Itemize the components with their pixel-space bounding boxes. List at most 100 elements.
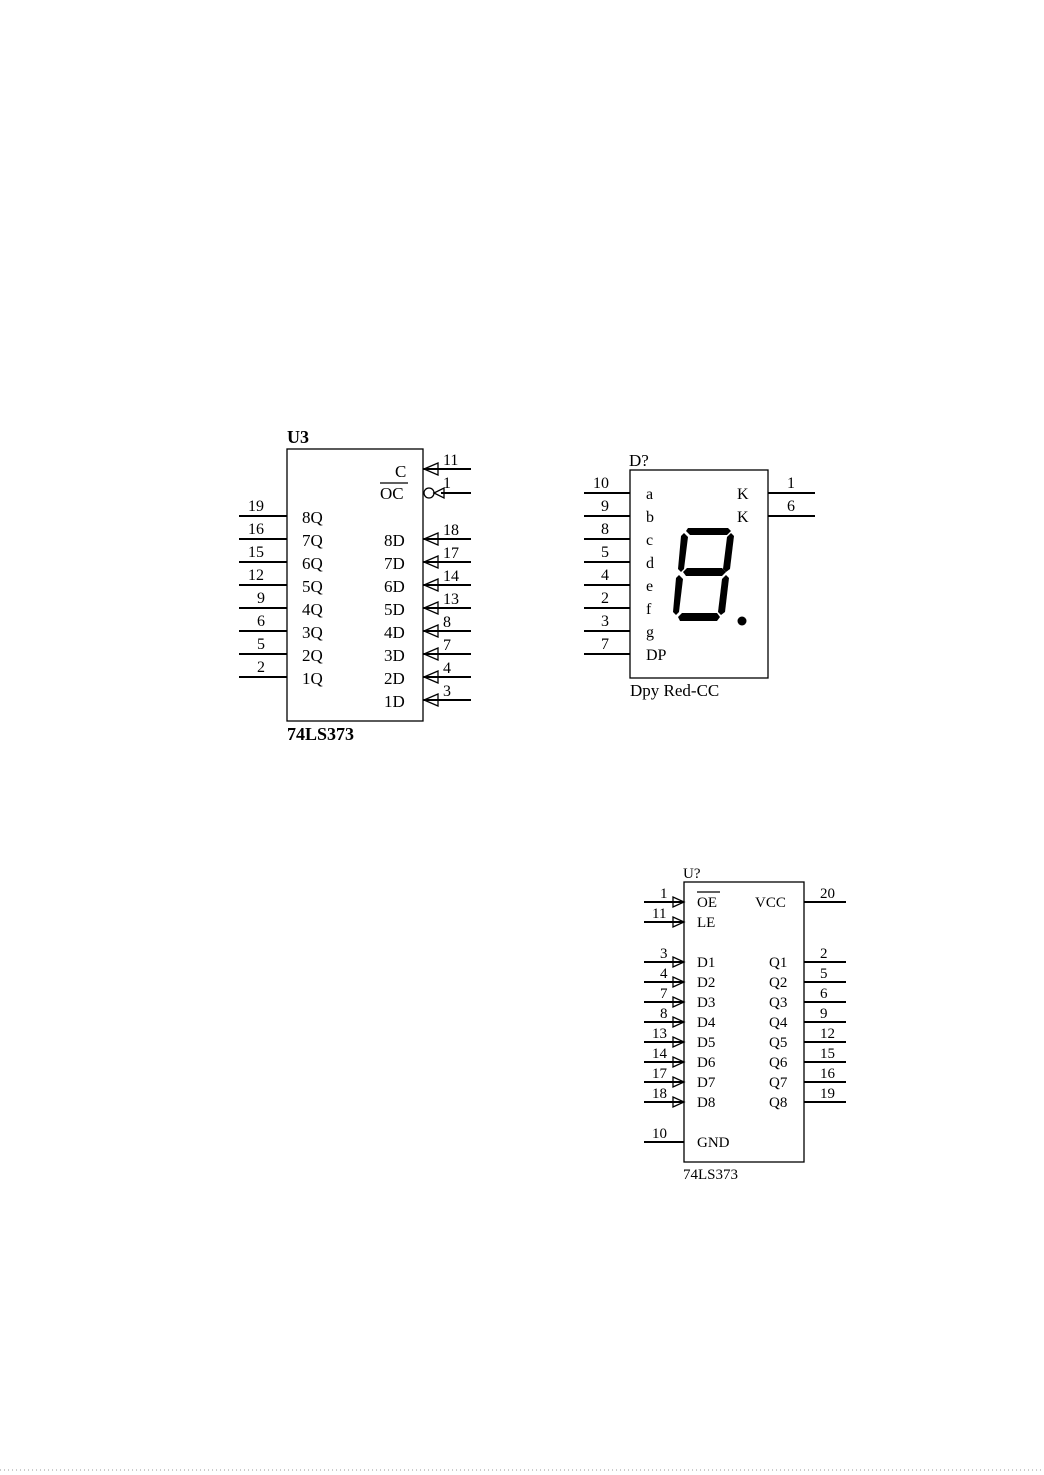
- u3-symbol[interactable]: U3 74LS373 19 8Q 16 7Q 15 6Q 12 5Q 9 4Q: [239, 427, 471, 744]
- uq-ref: U?: [683, 866, 701, 882]
- display-pin-label: f: [646, 601, 652, 618]
- display-symbol[interactable]: D? Dpy Red-CC 10 a 9 b 8 c 5 d 4 e: [584, 451, 815, 700]
- u3-part: 74LS373: [287, 724, 354, 744]
- display-pin-number: 9: [601, 498, 609, 515]
- display-pin-label: d: [646, 555, 654, 572]
- u3-pin-number: 17: [443, 545, 459, 562]
- uq-pin-number: 13: [652, 1026, 667, 1042]
- u3-pin-label: C: [395, 462, 406, 481]
- uq-pin-label: D2: [697, 975, 715, 991]
- uq-pin-label: OE: [697, 895, 717, 911]
- uq-pin-label: D4: [697, 1015, 716, 1031]
- u3-pin-number: 18: [443, 522, 459, 539]
- uq-pin-number: 14: [652, 1046, 668, 1062]
- inversion-bubble-icon: [424, 488, 434, 498]
- u3-pin-label: 1D: [384, 692, 405, 711]
- u3-pin-number: 19: [248, 498, 264, 515]
- uq-pin-label: Q1: [769, 955, 787, 971]
- u3-pin-number: 3: [443, 683, 451, 700]
- uq-pin-label: Q5: [769, 1035, 787, 1051]
- uq-pin-number: 8: [660, 1006, 668, 1022]
- uq-pin-label: Q2: [769, 975, 787, 991]
- u3-pin-label: 8Q: [302, 508, 323, 527]
- display-pin-label: a: [646, 486, 653, 503]
- u3-pin-label: 5Q: [302, 577, 323, 596]
- display-part: Dpy Red-CC: [630, 681, 719, 700]
- uq-pin-label: LE: [697, 915, 715, 931]
- u3-pin-number: 6: [257, 613, 265, 630]
- display-pin-label: K: [737, 509, 749, 526]
- u3-pin-number: 12: [248, 567, 264, 584]
- u3-pin-label: 4D: [384, 623, 405, 642]
- uq-pin-label: D8: [697, 1095, 715, 1111]
- display-pin-number: 3: [601, 613, 609, 630]
- u3-pin-number: 5: [257, 636, 265, 653]
- uq-pin-number: 9: [820, 1006, 828, 1022]
- u3-pin-label: 2Q: [302, 646, 323, 665]
- display-pin-number: 2: [601, 590, 609, 607]
- uq-pin-number: 16: [820, 1066, 836, 1082]
- u3-pin-number: 9: [257, 590, 265, 607]
- u3-pin-number: 16: [248, 521, 264, 538]
- u3-pin-label: 3D: [384, 646, 405, 665]
- uq-pin-label: VCC: [755, 895, 786, 911]
- display-pin-label: b: [646, 509, 654, 526]
- u3-pin-number: 1: [443, 475, 451, 492]
- uq-part: 74LS373: [683, 1167, 738, 1183]
- u3-pin-label: 7Q: [302, 531, 323, 550]
- display-pin-label: e: [646, 578, 653, 595]
- uq-pin-number: 3: [660, 946, 668, 962]
- u3-ref: U3: [287, 427, 309, 447]
- display-pin-number: 10: [593, 475, 609, 492]
- uq-pin-label: Q3: [769, 995, 787, 1011]
- display-ref: D?: [629, 451, 649, 470]
- display-pin-number: 5: [601, 544, 609, 561]
- uq-pin-label: D6: [697, 1055, 716, 1071]
- display-pin-number: 4: [601, 567, 609, 584]
- display-pin-label: K: [737, 486, 749, 503]
- u3-pin-label: OC: [380, 484, 404, 503]
- u3-pin-number: 11: [443, 452, 458, 469]
- display-pin-label: c: [646, 532, 653, 549]
- uq-pin-number: 6: [820, 986, 828, 1002]
- decimal-point-icon: [738, 617, 747, 626]
- display-pin-number: 1: [787, 475, 795, 492]
- display-pin-label: DP: [646, 647, 667, 664]
- u3-pin-label: 5D: [384, 600, 405, 619]
- u3-pin-number: 4: [443, 660, 451, 677]
- uq-symbol[interactable]: U? 74LS373 1 OE 11 LE 3 D1 4 D2: [644, 866, 846, 1183]
- u3-pin-label: 2D: [384, 669, 405, 688]
- uq-pin-label: Q4: [769, 1015, 788, 1031]
- uq-pin-number: 5: [820, 966, 828, 982]
- u3-pin-label: 8D: [384, 531, 405, 550]
- uq-pin-number: 20: [820, 886, 835, 902]
- u3-pin-label: 3Q: [302, 623, 323, 642]
- uq-pin-number: 17: [652, 1066, 668, 1082]
- display-pin-number: 6: [787, 498, 795, 515]
- uq-pin-label: Q6: [769, 1055, 788, 1071]
- uq-pin-number: 4: [660, 966, 668, 982]
- uq-pin-label: D1: [697, 955, 715, 971]
- u3-pin-number: 2: [257, 659, 265, 676]
- display-pin-number: 8: [601, 521, 609, 538]
- uq-pin-label: Q7: [769, 1075, 788, 1091]
- u3-pin-number: 7: [443, 637, 451, 654]
- u3-pin-label: 7D: [384, 554, 405, 573]
- display-pin-label: g: [646, 624, 654, 641]
- uq-pin-label: GND: [697, 1135, 730, 1151]
- display-pin-number: 7: [601, 636, 609, 653]
- uq-pin-number: 15: [820, 1046, 835, 1062]
- uq-pin-number: 2: [820, 946, 828, 962]
- uq-pin-number: 11: [652, 906, 666, 922]
- u3-pin-label: 1Q: [302, 669, 323, 688]
- u3-pin-number: 15: [248, 544, 264, 561]
- u3-pin-label: 4Q: [302, 600, 323, 619]
- uq-pin-number: 19: [820, 1086, 835, 1102]
- uq-pin-label: D5: [697, 1035, 715, 1051]
- uq-pin-number: 12: [820, 1026, 835, 1042]
- uq-pin-number: 1: [660, 886, 668, 902]
- uq-pin-label: D3: [697, 995, 715, 1011]
- uq-pin-label: D7: [697, 1075, 716, 1091]
- u3-pin-label: 6D: [384, 577, 405, 596]
